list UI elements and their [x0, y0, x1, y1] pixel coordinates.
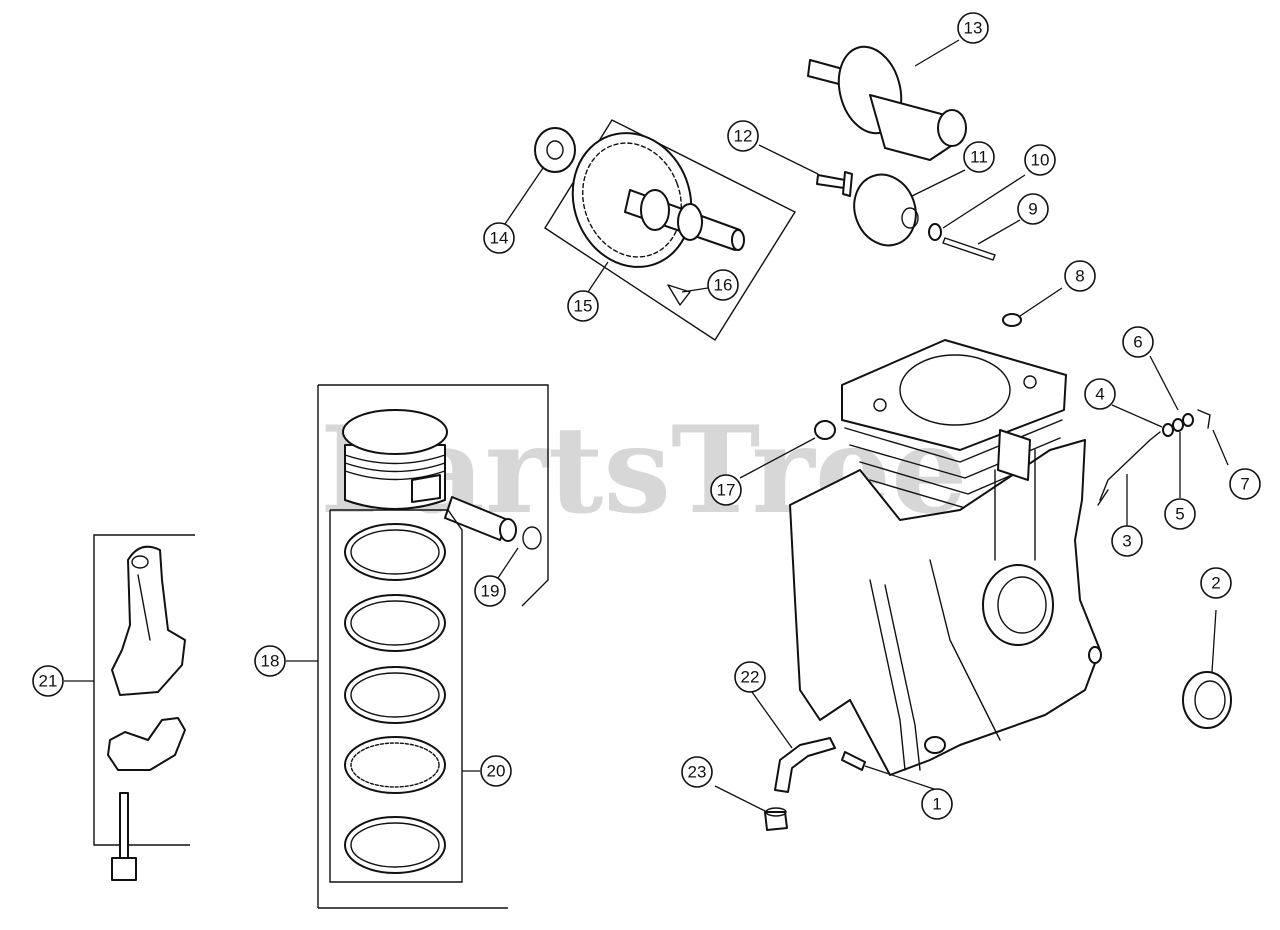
callout-21-label: 21	[39, 672, 58, 691]
callout-8-label: 8	[1075, 267, 1084, 286]
lever-hairpin	[1197, 409, 1211, 429]
connecting-rod-group	[93, 534, 195, 881]
callout-19-label: 19	[481, 582, 500, 601]
governor-pin	[942, 237, 996, 261]
piston-group	[317, 384, 549, 909]
callout-15[interactable]: 15	[567, 290, 599, 322]
piston-ring-4	[344, 736, 446, 794]
piston-ring-2	[344, 594, 446, 652]
leader-lines	[64, 39, 1229, 813]
crankcase-body	[789, 439, 1101, 776]
piston-ring-3	[344, 666, 446, 724]
callout-19[interactable]: 19	[474, 575, 506, 607]
callout-10-label: 10	[1031, 151, 1050, 170]
cylinder-head-deck	[841, 339, 1067, 451]
camshaft-lobe-1	[640, 189, 670, 231]
callout-3-label: 3	[1122, 532, 1131, 551]
callout-9-label: 9	[1028, 200, 1037, 219]
drain-plug	[764, 807, 788, 831]
callout-18-label: 18	[261, 652, 280, 671]
callout-21[interactable]: 21	[32, 665, 64, 697]
callout-12-label: 12	[734, 127, 753, 146]
callout-23[interactable]: 23	[681, 756, 713, 788]
piston-ring-1	[344, 523, 446, 581]
callout-4[interactable]: 4	[1084, 378, 1116, 410]
callout-10[interactable]: 10	[1024, 144, 1056, 176]
callout-5-label: 5	[1175, 505, 1184, 524]
governor-gear-shaft	[807, 45, 967, 161]
camshaft-assembly	[544, 119, 797, 341]
callout-14-label: 14	[490, 229, 509, 248]
callout-22-label: 22	[741, 668, 760, 687]
cylinder-bore	[899, 354, 1011, 426]
thrust-washer	[534, 127, 576, 173]
callout-5[interactable]: 5	[1164, 498, 1196, 530]
callout-17-label: 17	[717, 481, 736, 500]
callout-23-label: 23	[688, 763, 707, 782]
callout-11[interactable]: 11	[963, 141, 995, 173]
breather-tube	[774, 737, 836, 793]
governor-bolt	[816, 171, 853, 197]
callout-15-label: 15	[574, 297, 593, 316]
camshaft-pin	[667, 284, 691, 306]
callout-4-label: 4	[1095, 385, 1104, 404]
connecting-rod	[111, 545, 186, 696]
callout-8[interactable]: 8	[1064, 260, 1096, 292]
governor-washer	[928, 223, 942, 241]
expansion-plug	[814, 420, 836, 440]
callout-13-label: 13	[964, 19, 983, 38]
main-bearing-boss	[982, 564, 1054, 646]
callout-9[interactable]: 9	[1017, 193, 1049, 225]
callout-22[interactable]: 22	[734, 661, 766, 693]
callout-6[interactable]: 6	[1122, 326, 1154, 358]
callout-13[interactable]: 13	[957, 12, 989, 44]
piston-group-box	[318, 384, 549, 607]
callout-7[interactable]: 7	[1229, 468, 1261, 500]
callout-12[interactable]: 12	[727, 120, 759, 152]
camshaft-lobe-2	[677, 203, 703, 241]
governor-gear	[853, 173, 919, 247]
piston-pin-clip	[522, 526, 542, 550]
callout-1[interactable]: 1	[921, 788, 953, 820]
rod-bolt-head	[111, 857, 137, 881]
piston-pin	[444, 496, 509, 541]
lever-spacer	[1172, 418, 1184, 432]
callout-17[interactable]: 17	[710, 474, 742, 506]
camshaft-end	[731, 229, 745, 251]
governor-lever	[1099, 431, 1161, 501]
callout-14[interactable]: 14	[483, 222, 515, 254]
crankcase-cylinder	[789, 339, 1102, 776]
connecting-rod-box	[93, 534, 195, 846]
ring-set-box	[329, 509, 463, 883]
piston-ring-5	[344, 816, 446, 874]
callout-7-label: 7	[1240, 475, 1249, 494]
lever-washer	[1162, 423, 1174, 437]
lever-clip	[1182, 413, 1194, 427]
crankcase-bolt	[841, 751, 866, 771]
plug	[1002, 313, 1022, 327]
callout-1-label: 1	[932, 795, 941, 814]
callout-20-label: 20	[487, 762, 506, 781]
callout-20[interactable]: 20	[480, 755, 512, 787]
callout-16[interactable]: 16	[707, 269, 739, 301]
callout-2[interactable]: 2	[1200, 567, 1232, 599]
connecting-rod-cap	[107, 717, 186, 771]
oil-seal	[1182, 671, 1232, 729]
callout-16-label: 16	[714, 276, 733, 295]
callout-11-label: 11	[970, 148, 988, 167]
callout-2-label: 2	[1211, 574, 1220, 593]
piston-crown	[342, 409, 448, 455]
rod-bolt-shank	[119, 792, 129, 859]
callout-6-label: 6	[1133, 333, 1142, 352]
callout-18[interactable]: 18	[254, 645, 286, 677]
callout-3[interactable]: 3	[1111, 525, 1143, 557]
